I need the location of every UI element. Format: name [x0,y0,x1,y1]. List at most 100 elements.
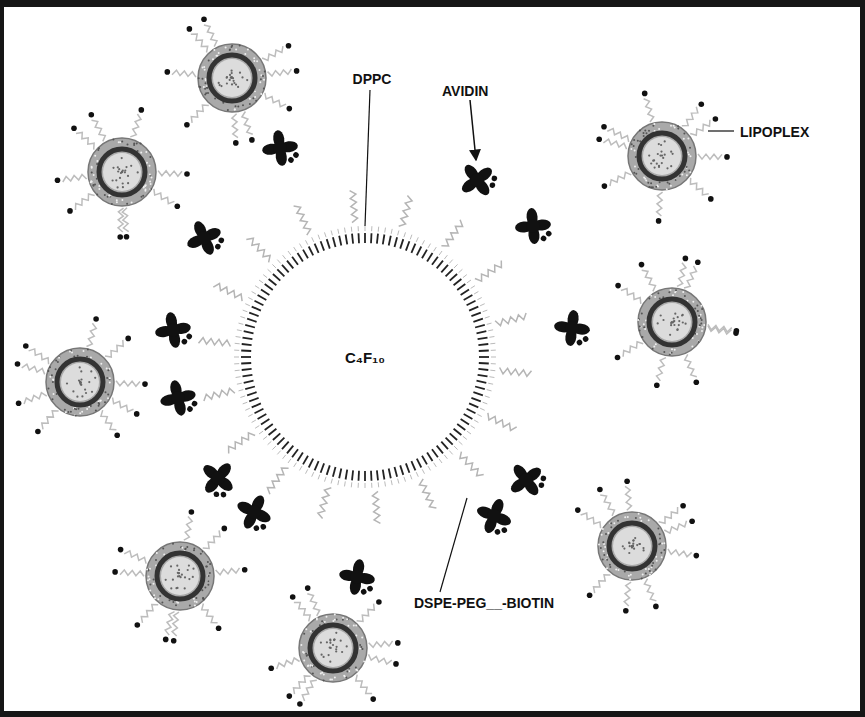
dppc-tail [239,323,244,324]
speckle [603,550,605,552]
dna-dot [85,392,87,394]
peg-arm [294,676,311,694]
dppc-lipid [358,233,360,243]
biotin-dot [393,661,399,667]
biotin-dot [297,701,303,707]
dna-dot [643,549,645,551]
speckle [637,140,639,142]
dppc-tail [236,336,241,338]
peg-arm [216,568,240,575]
speckle [671,352,673,354]
speckle [353,625,355,627]
speckle [202,78,204,80]
speckle [235,49,237,51]
dna-dot [79,366,81,368]
speckle [675,290,677,292]
speckle [100,363,102,365]
speckle [647,182,649,184]
biotin-dot [220,492,226,498]
dppc-tail [325,232,327,237]
speckle [688,154,690,156]
dppc-lipid [446,438,453,445]
speckle [649,574,651,576]
dna-dot [192,576,194,578]
speckle [213,49,215,51]
dna-dot [660,314,662,316]
dppc-tail [283,255,286,259]
speckle [196,601,198,603]
speckle [229,48,231,50]
speckle [64,409,66,411]
speckle [617,520,619,522]
speckle [675,179,677,181]
speckle [609,522,611,524]
speckle [242,104,244,106]
dna-dot [235,84,237,86]
speckle [253,60,255,62]
speckle [169,599,171,601]
speckle [98,405,100,407]
speckle [206,87,208,89]
dna-dot [673,320,675,322]
speckle [256,60,258,62]
dppc-tail [439,459,442,463]
speckle [701,305,703,307]
dppc-lipid [346,235,348,245]
speckle [148,576,150,578]
speckle [668,291,670,293]
speckle [303,659,305,661]
peg-arm [191,34,208,52]
speckle [644,178,646,180]
speckle [209,563,211,565]
dna-dot [187,569,189,571]
speckle [336,619,338,621]
dppc-tail [248,414,252,416]
speckle [659,181,661,183]
speckle [98,403,100,405]
peg-tether [199,338,231,347]
dna-dot [137,171,139,173]
dna-dot [118,168,120,170]
speckle [206,566,208,568]
speckle [639,326,641,328]
dna-dot [664,154,666,156]
speckle [194,604,196,606]
dppc-tail [491,363,496,364]
biotin-dot [260,523,267,530]
biotin-dot [294,68,300,74]
peg-arm [684,266,697,288]
dna-dot [192,568,194,570]
biotin-dot [683,256,689,262]
dna-dot [178,572,180,574]
dppc-lipid [475,325,485,328]
speckle [324,621,326,623]
speckle [201,589,203,591]
speckle [98,147,100,149]
dppc-lipid [437,446,443,454]
dppc-tail [416,472,418,477]
speckle [675,289,677,291]
speckle [650,295,652,297]
speckle [675,179,677,181]
speckle [253,57,255,59]
peg-arm [657,192,663,216]
dna-dot [632,545,634,547]
biotin-dot [175,203,181,209]
speckle [254,90,256,92]
speckle [657,186,659,188]
dna-dot [229,79,231,81]
dna-dot [181,574,183,576]
speckle [202,551,204,553]
dna-dot [658,166,660,168]
speckle [686,174,688,176]
dppc-lipid [461,419,469,424]
speckle [674,291,676,293]
speckle [193,548,195,550]
speckle [58,357,60,359]
dppc-lipid [258,295,267,300]
peg-tether [294,206,311,235]
biotin-dot [233,140,239,146]
speckle [668,183,670,185]
speckle [645,180,647,182]
speckle [701,326,703,328]
